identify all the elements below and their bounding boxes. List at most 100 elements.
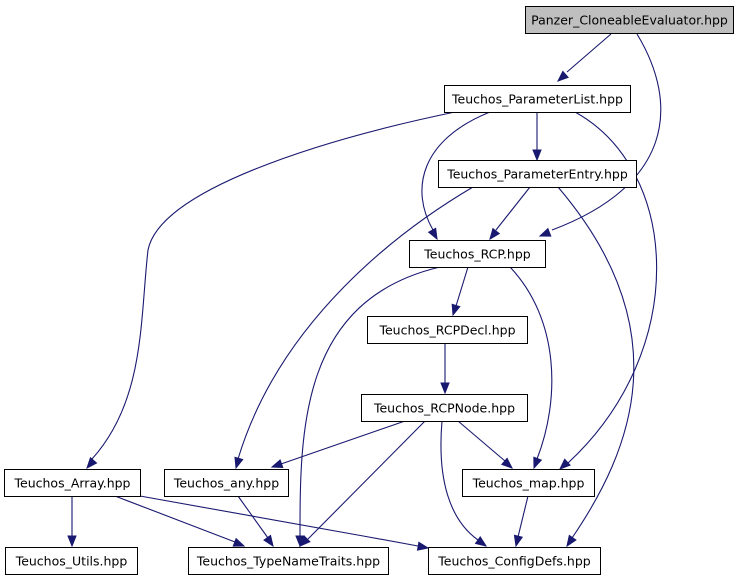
edge-arrowhead — [474, 536, 488, 547]
edge-arrowhead — [566, 534, 577, 548]
edge-arrowhead — [533, 456, 543, 470]
nodes-layer: Panzer_CloneableEvaluator.hppTeuchos_Par… — [4, 6, 734, 575]
edge-arrowhead — [451, 303, 461, 317]
edge-plist-to-pentry — [532, 112, 542, 162]
node-tnt[interactable]: Teuchos_TypeNameTraits.hpp — [188, 547, 389, 575]
edge-line — [307, 420, 426, 540]
edge-arrowhead — [232, 537, 246, 547]
node-any[interactable]: Teuchos_any.hpp — [164, 469, 289, 497]
edge-arrowhead — [263, 534, 274, 548]
node-label[interactable]: Teuchos_RCPDecl.hpp — [378, 323, 515, 338]
node-label[interactable]: Teuchos_ParameterList.hpp — [451, 92, 623, 107]
node-label[interactable]: Teuchos_ConfigDefs.hpp — [437, 554, 590, 569]
edge-cloneable-to-plist — [556, 33, 612, 82]
node-pentry[interactable]: Teuchos_ParameterEntry.hpp — [438, 160, 637, 188]
edge-line — [566, 33, 612, 73]
node-label[interactable]: Teuchos_Array.hpp — [14, 476, 131, 491]
edge-arrowhead — [538, 227, 552, 237]
edge-arrowhead — [299, 535, 311, 547]
edge-line — [557, 186, 635, 539]
node-box[interactable] — [4, 469, 141, 497]
node-box[interactable] — [361, 394, 528, 422]
edge-arrowhead — [440, 382, 450, 395]
node-rcp[interactable]: Teuchos_RCP.hpp — [409, 240, 546, 268]
edge-pentry-to-config — [557, 186, 635, 548]
edge-plist-to-map — [559, 111, 658, 470]
edge-rcpnode-to-tnt — [299, 420, 426, 547]
node-box[interactable] — [428, 547, 601, 575]
edge-arrowhead — [416, 541, 430, 551]
edge-arrowhead — [67, 535, 77, 548]
edge-pentry-to-rcp — [489, 186, 531, 241]
edge-rcp-to-map — [509, 266, 553, 470]
edge-line — [509, 266, 553, 460]
node-rcpdecl[interactable]: Teuchos_RCPDecl.hpp — [367, 316, 528, 344]
edge-line — [237, 495, 269, 539]
node-label[interactable]: Teuchos_ParameterEntry.hpp — [446, 167, 628, 182]
edge-cloneable-to-rcp — [538, 33, 662, 237]
edge-arrowhead — [556, 70, 569, 82]
node-label[interactable]: Teuchos_Utils.hpp — [15, 554, 128, 569]
edge-line — [440, 420, 479, 541]
edge-line — [114, 495, 236, 543]
node-box[interactable] — [367, 316, 528, 344]
edge-arrowhead — [270, 459, 284, 469]
edge-rcpdecl-to-rcpnode — [440, 343, 450, 395]
node-box[interactable] — [5, 547, 138, 575]
edge-rcpnode-to-map — [457, 420, 514, 469]
node-label[interactable]: Teuchos_map.hpp — [472, 476, 585, 491]
node-box[interactable] — [525, 6, 734, 34]
node-label[interactable]: Panzer_CloneableEvaluator.hpp — [531, 13, 728, 28]
edge-array-to-config — [139, 495, 430, 551]
node-box[interactable] — [444, 85, 631, 113]
edge-array-to-utils — [67, 496, 77, 548]
edge-line — [139, 495, 419, 547]
node-label[interactable]: Teuchos_any.hpp — [173, 476, 279, 491]
edge-plist-to-rcp — [421, 111, 491, 241]
edge-arrowhead — [532, 149, 542, 162]
node-utils[interactable]: Teuchos_Utils.hpp — [5, 547, 138, 575]
node-array[interactable]: Teuchos_Array.hpp — [4, 469, 141, 497]
edge-rcpnode-to-any — [270, 420, 406, 469]
edge-arrowhead — [559, 458, 571, 470]
edge-rcpnode-to-config — [440, 420, 488, 547]
edge-arrowhead — [234, 456, 244, 470]
edge-any-to-tnt — [237, 495, 274, 548]
edge-arrowhead — [513, 534, 524, 548]
node-box[interactable] — [188, 547, 389, 575]
edge-line — [495, 186, 531, 231]
edge-map-to-config — [513, 495, 529, 548]
edge-line — [457, 420, 506, 462]
node-box[interactable] — [164, 469, 289, 497]
edge-line — [299, 266, 441, 538]
edge-plist-to-array — [86, 111, 456, 470]
node-label[interactable]: Teuchos_RCPNode.hpp — [373, 401, 515, 416]
edge-rcp-to-rcpdecl — [451, 266, 469, 317]
node-box[interactable] — [462, 469, 595, 497]
edge-line — [517, 495, 529, 538]
edge-line — [280, 420, 406, 465]
edge-line — [237, 186, 474, 460]
edge-arrowhead — [427, 227, 438, 241]
edge-arrowhead — [86, 456, 98, 470]
node-cloneable[interactable]: Panzer_CloneableEvaluator.hpp — [525, 6, 734, 34]
node-config[interactable]: Teuchos_ConfigDefs.hpp — [428, 547, 601, 575]
edge-line — [551, 33, 662, 231]
edge-line — [567, 111, 658, 464]
node-label[interactable]: Teuchos_TypeNameTraits.hpp — [196, 554, 380, 569]
node-map[interactable]: Teuchos_map.hpp — [462, 469, 595, 497]
node-plist[interactable]: Teuchos_ParameterList.hpp — [444, 85, 631, 113]
node-rcpnode[interactable]: Teuchos_RCPNode.hpp — [361, 394, 528, 422]
edge-array-to-tnt — [114, 495, 246, 547]
edge-pentry-to-any — [234, 186, 474, 470]
edge-arrowhead — [489, 227, 501, 241]
edge-line — [91, 111, 456, 460]
node-box[interactable] — [409, 240, 546, 268]
node-label[interactable]: Teuchos_RCP.hpp — [423, 247, 531, 262]
edge-line — [455, 266, 469, 307]
edges-layer — [67, 33, 662, 551]
edge-arrowhead — [500, 457, 514, 469]
node-box[interactable] — [438, 160, 637, 188]
edge-line — [421, 111, 491, 231]
